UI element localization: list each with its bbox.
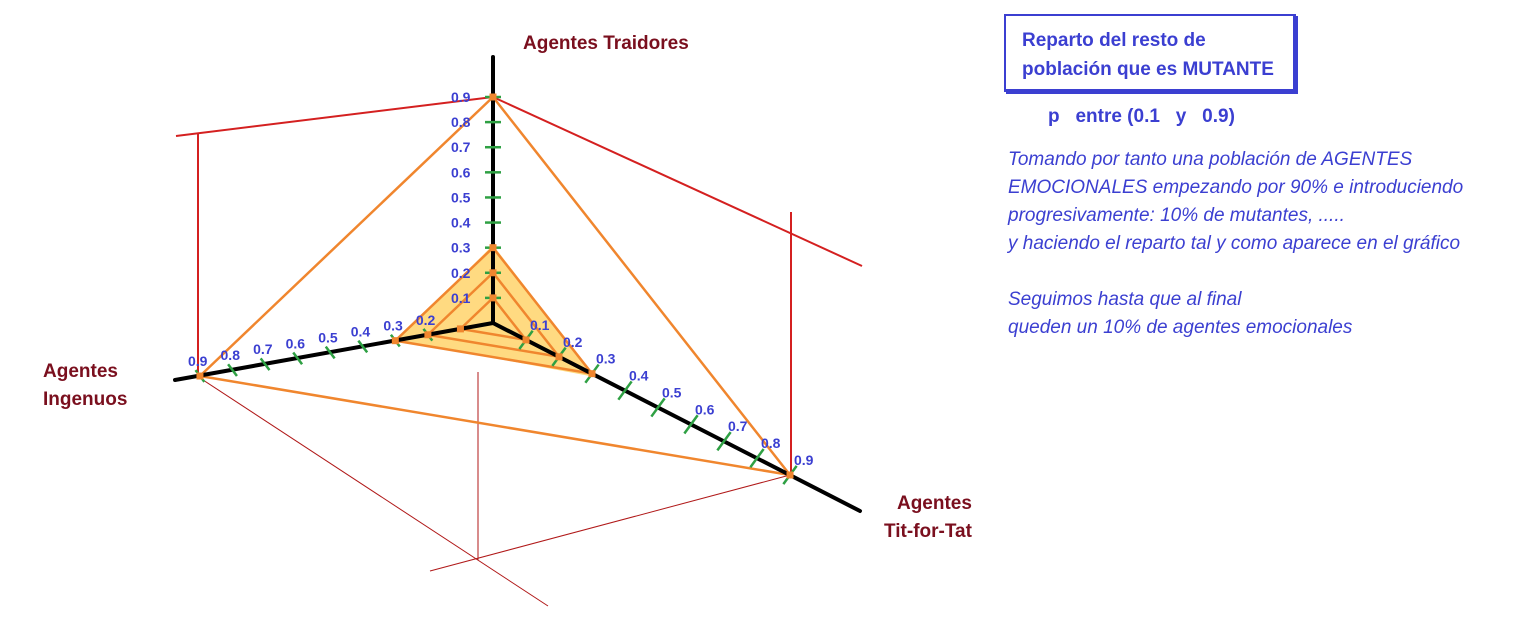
level-triangle-0.2 (425, 270, 562, 359)
vertex-marker-ingenuos-0.1 (456, 325, 464, 333)
tick-label-traidores-0.9: 0.9 (451, 89, 471, 105)
tick-label-traidores-0.8: 0.8 (451, 114, 471, 130)
axis-title-titfortat-line2: Tit-for-Tat (884, 521, 972, 542)
vertex-marker-titfortat-0.9 (786, 471, 794, 479)
tick-label-titfortat-0.9: 0.9 (794, 452, 814, 468)
filled-region (398, 245, 595, 377)
tick-label-titfortat-0.7: 0.7 (728, 418, 748, 434)
tick-label-titfortat-0.5: 0.5 (662, 384, 682, 400)
vertex-marker-titfortat-0.2 (555, 353, 563, 361)
tick-label-ingenuos-0.6: 0.6 (286, 335, 306, 351)
tick-label-ingenuos-0.4: 0.4 (351, 324, 371, 340)
level-triangle-0.1 (457, 296, 529, 342)
tick-mark-ingenuos-0.5 (324, 345, 336, 360)
tick-label-ingenuos-0.8: 0.8 (221, 347, 241, 363)
tick-mark-titfortat-0.7 (716, 431, 732, 452)
tick-mark-ingenuos-0.4 (357, 339, 369, 354)
axis-ingenuos (173, 321, 495, 382)
vertex-marker-ingenuos-0.2 (424, 331, 432, 339)
tick-label-titfortat-0.4: 0.4 (629, 368, 649, 384)
mutante-box: Reparto del resto de población que es MU… (1004, 14, 1296, 92)
tick-mark-ingenuos-0.7 (259, 357, 271, 371)
box-line-2: población que es MUTANTE (1022, 59, 1274, 80)
axis-title-ingenuos-line1: Agentes (43, 361, 118, 382)
guide-lines (199, 372, 791, 607)
axes (173, 55, 862, 513)
explain-line: Seguimos hasta que al final (1008, 289, 1242, 310)
explain-line: queden un 10% de agentes emocionales (1008, 317, 1353, 338)
explain-line: EMOCIONALES empezando por 90% e introduc… (1008, 177, 1464, 198)
tick-label-traidores-0.7: 0.7 (451, 139, 471, 155)
tick-label-traidores-0.5: 0.5 (451, 189, 471, 205)
explain-line: Tomando por tanto una población de AGENT… (1008, 149, 1413, 170)
tick-label-ingenuos-0.2: 0.2 (416, 312, 436, 328)
vertex-marker-traidores-0.2 (489, 269, 497, 277)
explain-line: progresivamente: 10% de mutantes, ..... (1008, 205, 1345, 226)
level-triangles (197, 95, 793, 477)
axis-title-titfortat: Agentes Tit-for-Tat (884, 490, 972, 546)
tick-label-traidores-0.3: 0.3 (451, 240, 471, 256)
tick-label-ingenuos-0.3: 0.3 (383, 318, 403, 334)
axis-titfortat (491, 321, 862, 513)
level-triangle-0.9 (197, 95, 793, 477)
vertex-markers (196, 93, 794, 479)
axis-title-ingenuos: Agentes Ingenuos (43, 358, 127, 414)
axis-title-traidores: Agentes Traidores (523, 33, 689, 54)
tick-label-titfortat-0.8: 0.8 (761, 435, 781, 451)
explanation-text: Tomando por tanto una población de AGENT… (1008, 146, 1528, 342)
box-line-1: Reparto del resto de (1022, 30, 1206, 51)
tick-label-titfortat-0.3: 0.3 (596, 351, 616, 367)
tick-mark-ingenuos-0.8 (227, 363, 238, 377)
explain-line: y haciendo el reparto tal y como aparece… (1008, 233, 1461, 254)
vertex-marker-traidores-0.3 (489, 244, 497, 252)
tick-mark-ingenuos-0.6 (292, 351, 304, 365)
tick-label-ingenuos-0.9: 0.9 (188, 353, 208, 369)
tick-mark-titfortat-0.4 (617, 380, 633, 401)
vertex-marker-titfortat-0.3 (588, 370, 596, 378)
level-triangle-0.3 (392, 245, 595, 376)
p-range: p entre (0.1 y 0.9) (1048, 106, 1235, 127)
vertex-marker-titfortat-0.1 (522, 336, 530, 344)
tick-label-traidores-0.6: 0.6 (451, 164, 471, 180)
tick-label-titfortat-0.2: 0.2 (563, 334, 583, 350)
tick-label-traidores-0.4: 0.4 (451, 215, 471, 231)
tick-labels: 0.1 0.2 0.3 0.4 0.5 0.6 0.7 0.8 0.9 0.2 0.3 0.4 0.5 0… (188, 89, 814, 468)
vertex-marker-traidores-0.1 (489, 294, 497, 302)
tick-label-ingenuos-0.5: 0.5 (318, 329, 338, 345)
tick-label-titfortat-0.1: 0.1 (530, 317, 550, 333)
tick-mark-titfortat-0.6 (683, 414, 699, 435)
tick-label-titfortat-0.6: 0.6 (695, 401, 715, 417)
tick-label-ingenuos-0.7: 0.7 (253, 341, 273, 357)
vertex-marker-ingenuos-0.3 (391, 337, 399, 345)
axis-title-ingenuos-line2: Ingenuos (43, 389, 128, 410)
projection-lines (175, 96, 863, 475)
vertex-marker-ingenuos-0.9 (196, 372, 204, 380)
tick-mark-titfortat-0.5 (650, 397, 666, 418)
tick-label-traidores-0.1: 0.1 (451, 290, 471, 306)
axis-title-titfortat-line1: Agentes (896, 493, 972, 514)
vertex-marker-traidores-0.9 (489, 93, 497, 101)
tick-mark-titfortat-0.8 (749, 448, 765, 468)
tick-label-traidores-0.2: 0.2 (451, 265, 471, 281)
